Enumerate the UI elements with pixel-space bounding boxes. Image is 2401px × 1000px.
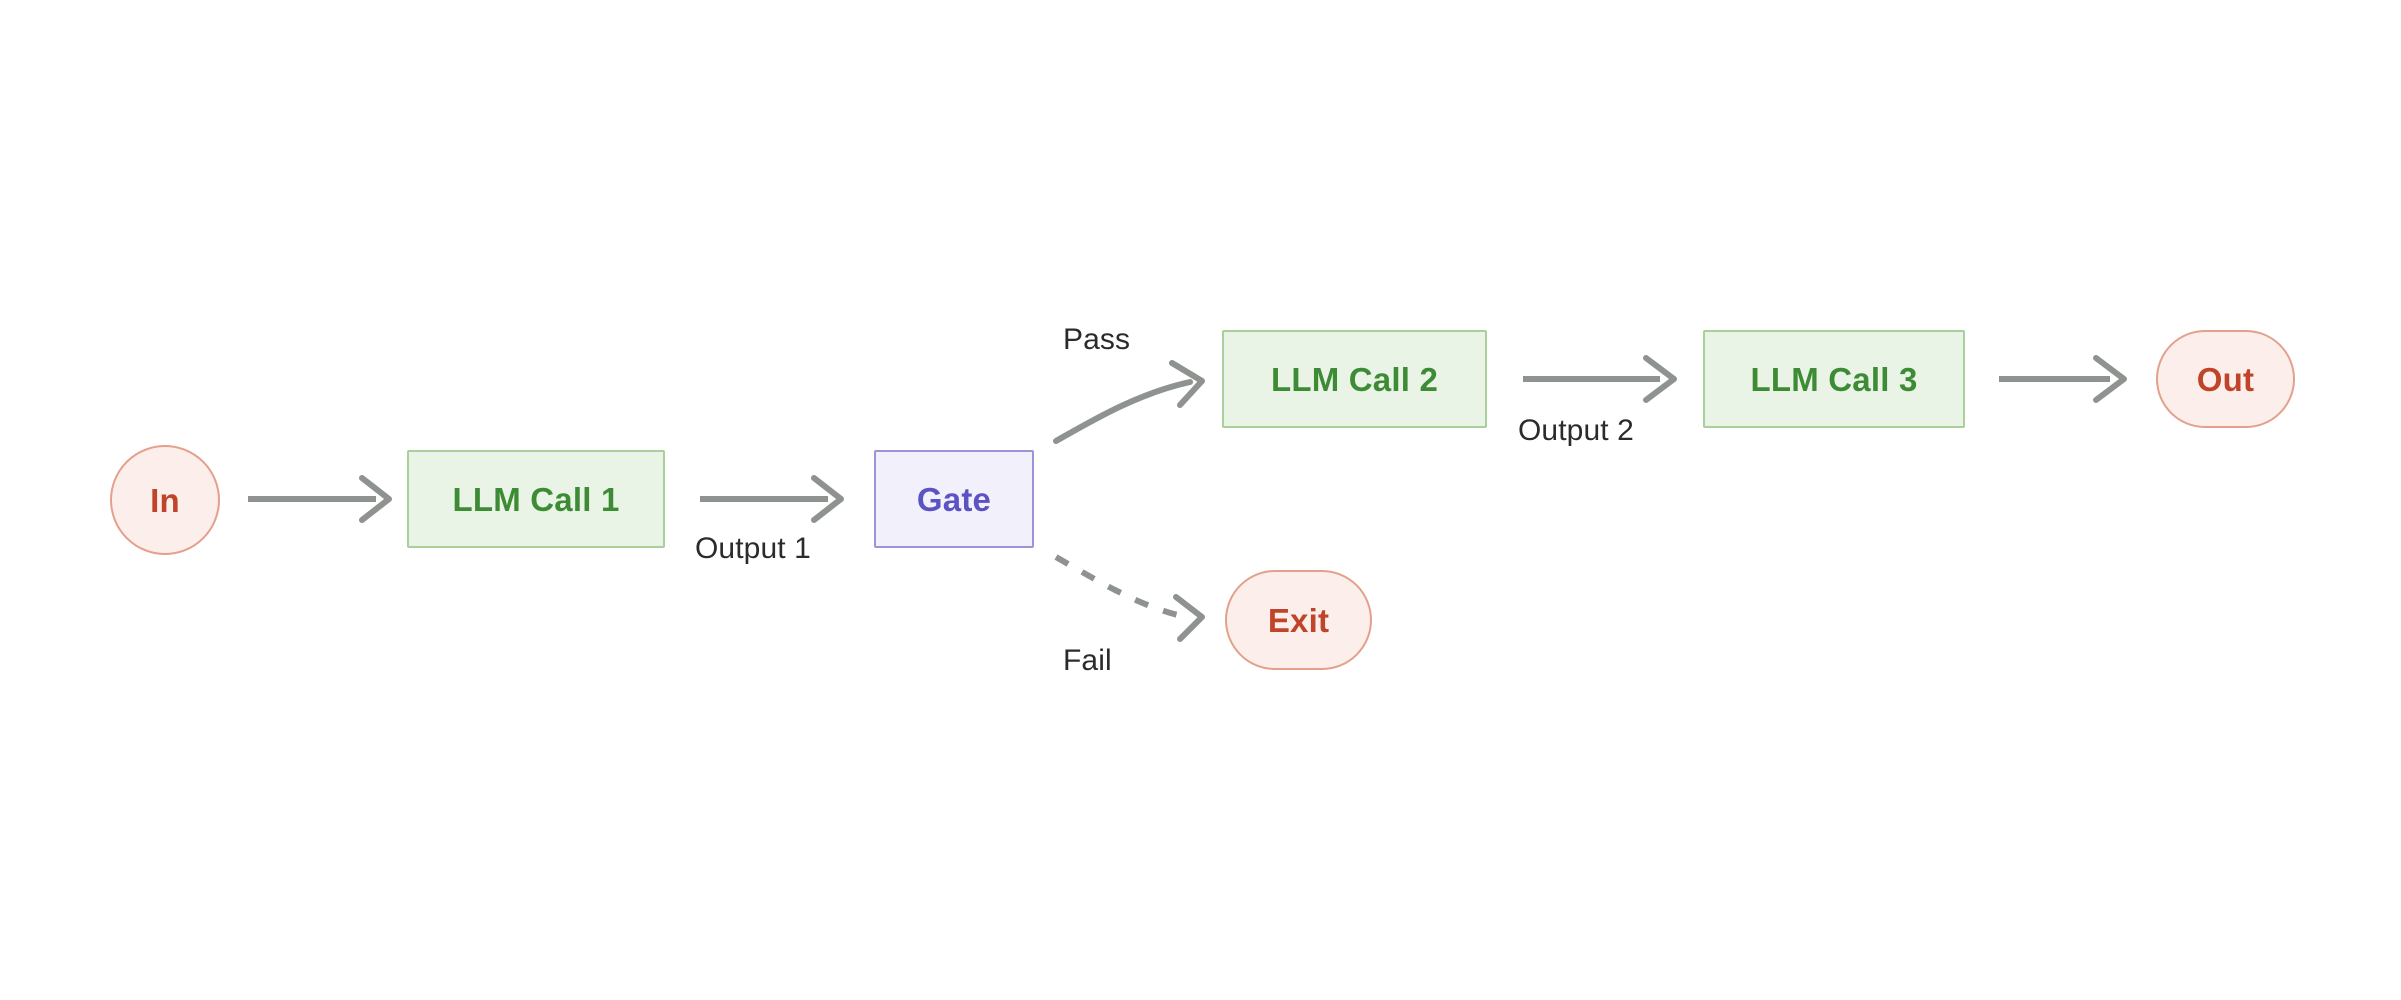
edge-llm-call-1-to-gate	[700, 475, 844, 523]
edge-label-output-2: Output 2	[1518, 414, 1634, 447]
node-llm-call-1[interactable]: LLM Call 1	[407, 450, 665, 548]
node-in[interactable]: In	[110, 445, 220, 555]
edge-in-to-llm-call-1	[248, 475, 392, 523]
edge-llm-call-2-to-llm-call-3	[1523, 355, 1677, 403]
node-llm-call-1-label: LLM Call 1	[452, 480, 620, 518]
edge-label-pass: Pass	[1063, 323, 1131, 356]
node-gate-label: Gate	[916, 480, 992, 518]
node-gate[interactable]: Gate	[874, 450, 1034, 548]
edge-gate-to-exit-fail	[1054, 554, 1205, 642]
node-in-label: In	[150, 481, 180, 519]
edge-label-output-1: Output 1	[695, 532, 811, 565]
node-llm-call-2[interactable]: LLM Call 2	[1222, 330, 1487, 428]
node-out-label: Out	[2196, 360, 2255, 398]
node-llm-call-2-label: LLM Call 2	[1270, 360, 1439, 398]
edge-llm-call-3-to-out	[1999, 355, 2127, 403]
edge-label-fail: Fail	[1063, 644, 1112, 677]
node-exit[interactable]: Exit	[1225, 570, 1372, 670]
node-exit-label: Exit	[1267, 601, 1330, 639]
edge-gate-to-llm-call-2-pass	[1053, 360, 1205, 444]
node-llm-call-3-label: LLM Call 3	[1750, 360, 1918, 398]
node-llm-call-3[interactable]: LLM Call 3	[1703, 330, 1965, 428]
node-out[interactable]: Out	[2156, 330, 2295, 428]
